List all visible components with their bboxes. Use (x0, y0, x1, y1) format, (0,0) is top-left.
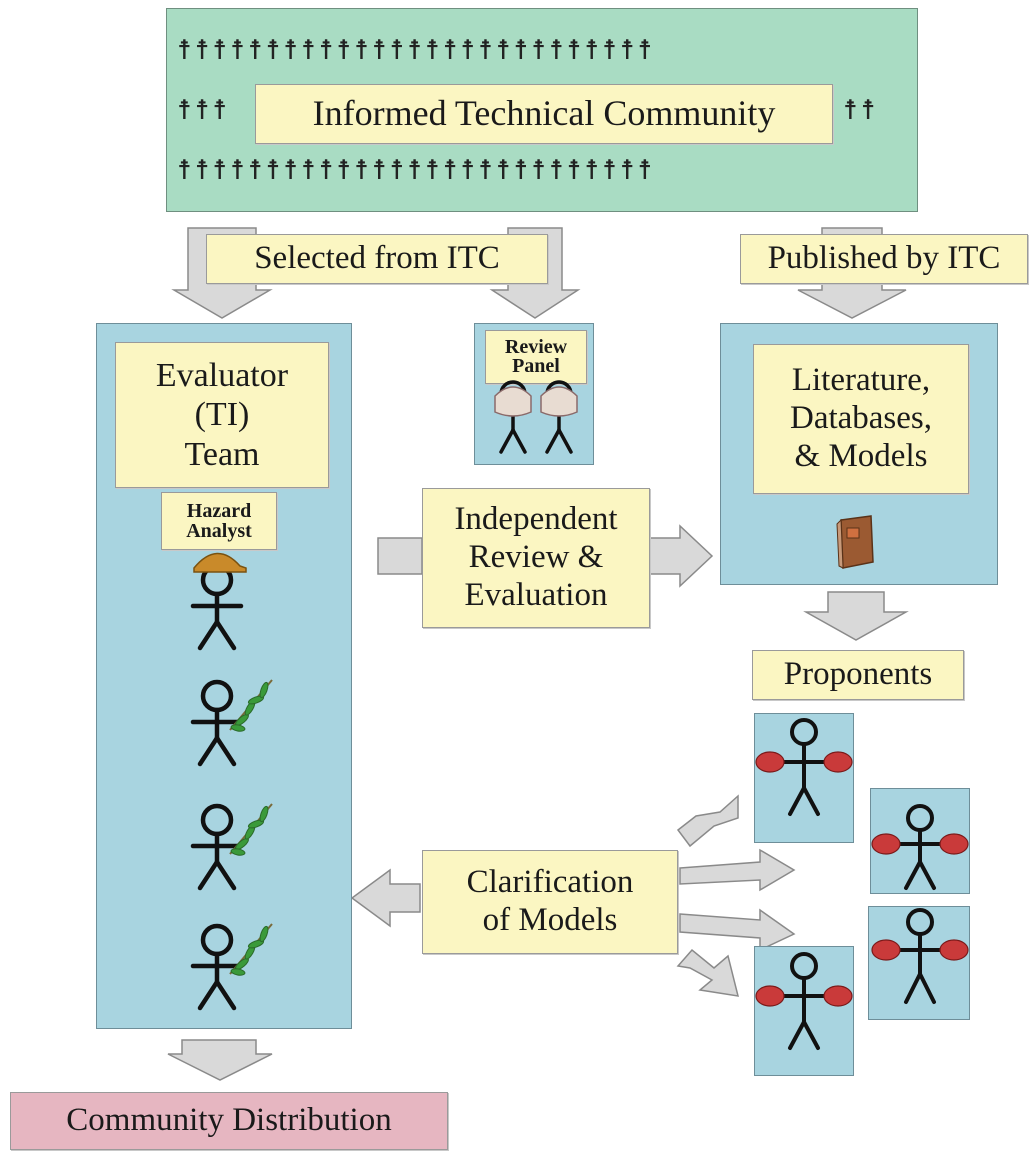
proponents-label: Proponents (752, 650, 964, 700)
proponent-figure-4 (778, 952, 830, 1050)
itc-people-row-bottom: ☨☨☨☨☨☨☨☨☨☨☨☨☨☨☨☨☨☨☨☨☨☨☨☨☨☨☨ (177, 155, 656, 185)
evaluator-panel: Evaluator (TI) Team Hazard Analyst (96, 323, 352, 1029)
arrow-review-left (377, 537, 423, 575)
itc-title: Informed Technical Community (255, 84, 833, 144)
selected-from-itc-label: Selected from ITC (206, 234, 548, 284)
review-panel-label: Review Panel (485, 330, 587, 384)
arrow-to-proponent-2 (679, 848, 796, 892)
hazard-analyst-label: Hazard Analyst (161, 492, 277, 550)
hard-hat-icon (193, 552, 247, 573)
proponent-box-3 (868, 906, 970, 1020)
arrow-clarification-left (350, 868, 421, 928)
itc-people-row-mid-right: ☨☨ (843, 95, 879, 125)
community-distribution-label: Community Distribution (10, 1092, 448, 1150)
olive-branch-icon (229, 803, 273, 856)
proponent-figures (755, 718, 969, 1050)
boxing-glove-icon (755, 751, 969, 1007)
published-by-itc-label: Published by ITC (740, 234, 1028, 284)
olive-branch-icon (229, 923, 273, 976)
evaluator-figures (190, 552, 273, 1011)
literature-panel: Literature, Databases, & Models (720, 323, 998, 585)
olive-branch-icon (229, 679, 273, 732)
clarification-label: Clarification of Models (422, 850, 678, 954)
book-icon (836, 515, 874, 569)
proponent-figure-1 (778, 718, 830, 816)
evaluator-team-label: Evaluator (TI) Team (115, 342, 329, 488)
proponent-figure-2 (894, 804, 946, 890)
itc-box: ☨☨☨☨☨☨☨☨☨☨☨☨☨☨☨☨☨☨☨☨☨☨☨☨☨☨☨ ☨☨☨ ☨☨ ☨☨☨☨☨… (166, 8, 918, 212)
proponent-figure-3 (894, 908, 946, 1004)
arrow-to-proponent-1 (676, 794, 739, 848)
scroll-icon (494, 386, 578, 417)
arrow-to-proponent-3 (679, 908, 796, 952)
literature-label: Literature, Databases, & Models (753, 344, 969, 494)
hazard-analyst-figure (190, 563, 244, 651)
arrow-review-right (649, 524, 714, 588)
arrow-to-community (167, 1039, 273, 1081)
review-panel-box: Review Panel (474, 323, 594, 465)
arrow-to-proponents (803, 591, 909, 641)
itc-people-row-mid-left: ☨☨☨ (177, 95, 231, 125)
itc-people-row-top: ☨☨☨☨☨☨☨☨☨☨☨☨☨☨☨☨☨☨☨☨☨☨☨☨☨☨☨ (177, 35, 656, 65)
arrow-to-proponent-4 (676, 948, 740, 997)
evaluator-figure-1 (190, 679, 244, 767)
evaluator-figure-2 (190, 803, 244, 891)
evaluator-figure-3 (190, 923, 244, 1011)
independent-review-label: Independent Review & Evaluation (422, 488, 650, 628)
review-panel-figures (494, 380, 578, 454)
